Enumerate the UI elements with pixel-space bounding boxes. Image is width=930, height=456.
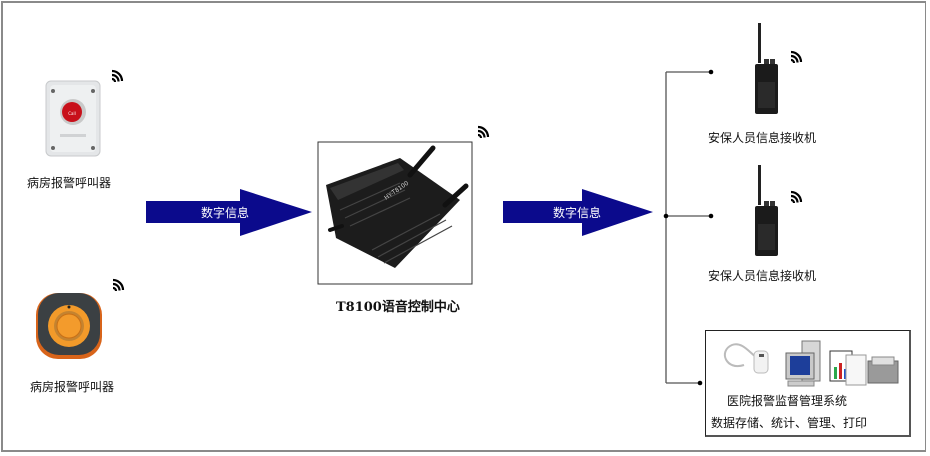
system-icons [723,340,899,387]
walkie-talkie-icon [755,165,778,256]
round-call-button-icon [36,293,102,359]
arrow-label-2: 数字信息 [553,206,602,220]
system-subtitle: 数据存储、统计、管理、打印 [711,416,868,430]
connector-dots [663,69,714,386]
center-device-label: T8100语音控制中心 [336,300,460,315]
receiver-label-1: 安保人员信息接收机 [708,131,817,145]
device-label-wall-call: 病房报警呼叫器 [27,176,112,190]
management-system-box [705,330,911,437]
computer-icon [785,340,821,387]
connector-lines [665,71,711,384]
device-label-round-call: 病房报警呼叫器 [30,380,115,394]
usb-device-icon [723,343,769,374]
voice-control-hub-icon: HY-T8100 [317,141,473,285]
arrow-1 [146,189,312,236]
arrow-2 [503,189,653,236]
system-title: 医院报警监督管理系统 [727,394,848,408]
call-button-text: Call [68,111,75,116]
arrow-label-1: 数字信息 [201,206,250,220]
wireless-signal-icon [111,50,803,292]
printer-icon [867,356,899,384]
receiver-label-2: 安保人员信息接收机 [708,269,817,283]
chart-report-icon [829,350,867,386]
walkie-talkie-icon [755,23,778,114]
wall-call-button-icon: Call [45,80,101,157]
